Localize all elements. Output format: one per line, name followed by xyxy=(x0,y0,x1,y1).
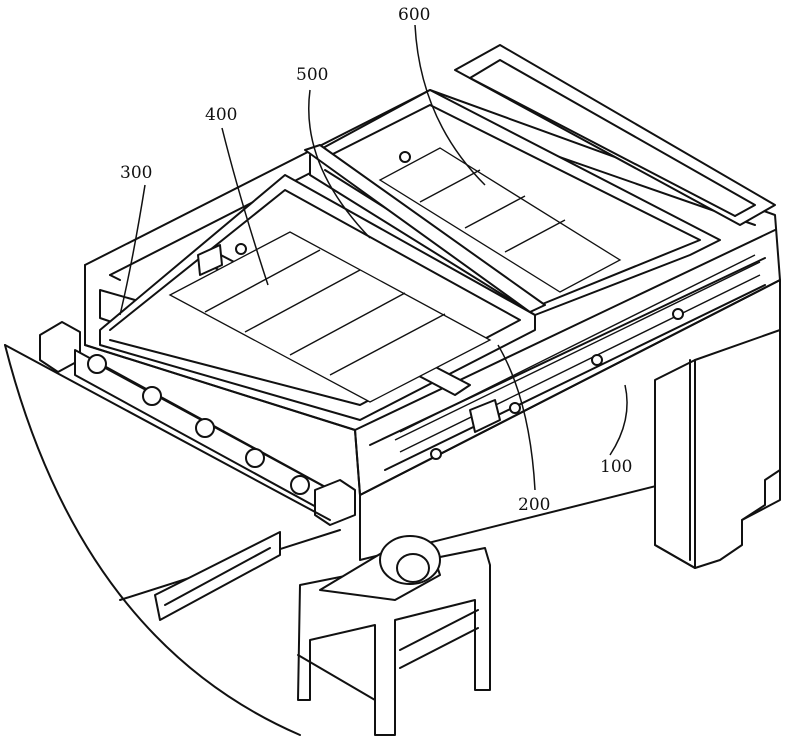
callout-300: 300 xyxy=(120,163,152,183)
callout-600: 600 xyxy=(398,5,430,25)
callout-200: 200 xyxy=(518,495,550,515)
callout-100: 100 xyxy=(600,457,632,477)
callout-400: 400 xyxy=(205,105,237,125)
motor-stand xyxy=(298,536,490,735)
callout-500: 500 xyxy=(296,65,328,85)
